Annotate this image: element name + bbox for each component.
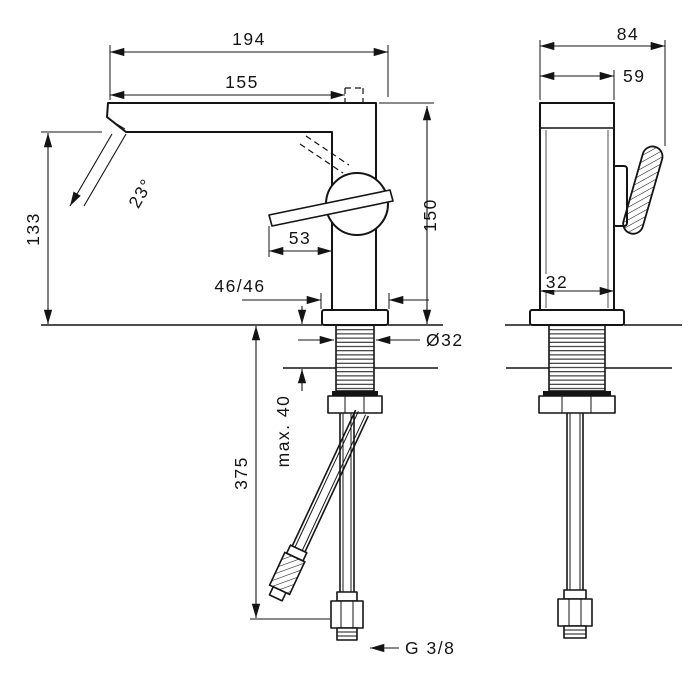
dim-shank-diameter: Ø32 xyxy=(298,330,464,350)
dim-total-height: 150 xyxy=(379,102,440,324)
left-view: 23° xyxy=(23,29,464,658)
handle-lever xyxy=(268,189,394,227)
total-projection-label: 194 xyxy=(232,29,266,49)
dim-total-depth: 84 xyxy=(539,24,666,146)
spray-angle-label: 23° xyxy=(124,175,157,212)
base-escutcheon xyxy=(529,309,625,326)
outlet-height-label: 133 xyxy=(23,212,43,246)
mounting-deck xyxy=(505,324,682,369)
body-width-label: 32 xyxy=(546,272,568,292)
right-view: 84 59 32 xyxy=(505,24,682,639)
threaded-shank xyxy=(335,324,375,392)
lock-washer-and-nut xyxy=(538,391,616,414)
body-depth-label: 59 xyxy=(623,66,645,86)
dim-hose-length: 375 xyxy=(231,326,330,620)
hose-thread-nipple xyxy=(336,627,358,641)
handle-length-label: 53 xyxy=(289,228,311,248)
lock-washer-and-nut xyxy=(327,391,383,414)
hose-length-label: 375 xyxy=(231,456,251,490)
total-height-label: 150 xyxy=(420,198,440,232)
mounting-deck xyxy=(41,324,443,369)
aerator-detail-line xyxy=(109,119,126,130)
supply-hose-straight xyxy=(330,413,364,641)
hose-thread-nipple xyxy=(563,625,587,639)
hose-hex-fitting xyxy=(330,600,364,629)
dim-body-width: 32 xyxy=(540,272,614,296)
handle-lever-hatched xyxy=(622,145,664,235)
base-escutcheon xyxy=(321,309,389,326)
base-clearance-label: 46/46 xyxy=(214,276,265,296)
dim-body-depth: 59 xyxy=(540,66,645,100)
hose-hex-fitting xyxy=(557,598,593,627)
hose-crimp-collar xyxy=(336,591,358,602)
hose-crimp-collar xyxy=(563,589,587,600)
max-deck-thickness-label: max. 40 xyxy=(273,395,293,468)
threaded-shank xyxy=(548,324,606,392)
connection-thread-label: G 3/8 xyxy=(405,638,455,658)
total-depth-label: 84 xyxy=(617,24,639,44)
shank-diameter-label: Ø32 xyxy=(426,330,464,350)
spout-reach-label: 155 xyxy=(225,72,259,92)
dim-outlet-height: 133 xyxy=(23,131,102,324)
spray-angle-annotation: 23° xyxy=(69,133,157,212)
supply-hose-straight xyxy=(557,413,593,639)
hose-connector-end xyxy=(268,585,287,602)
dim-spout-reach: 155 xyxy=(110,72,345,100)
dim-handle-length: 53 xyxy=(268,226,332,257)
connection-thread-callout: G 3/8 xyxy=(370,638,455,658)
handle-alt-position xyxy=(299,135,350,174)
supply-hose-angled xyxy=(268,409,370,602)
dim-base-clearance: 46/46 xyxy=(214,276,429,309)
dim-max-deck-thickness: max. 40 xyxy=(273,306,307,468)
